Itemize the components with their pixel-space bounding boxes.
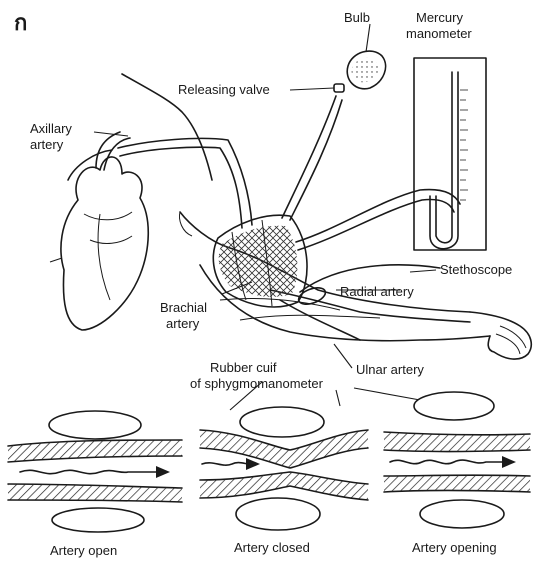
caption-artery-open: Artery open	[50, 543, 117, 558]
caption-artery-opening: Artery opening	[412, 540, 497, 555]
panel-artery-closed	[200, 407, 368, 530]
panel-artery-opening	[384, 392, 530, 528]
panel-artery-open	[8, 411, 182, 532]
label-brachial-artery-1: Brachial	[160, 300, 207, 315]
label-brachial-artery-2: artery	[166, 316, 200, 331]
label-ulnar-artery: Ulnar artery	[356, 362, 424, 377]
label-rubber-cuff-2: of sphygmomanometer	[190, 376, 324, 391]
heart-illustration	[50, 132, 148, 330]
label-rubber-cuff-1: Rubber cuif	[210, 360, 277, 375]
label-axillary-artery-2: artery	[30, 137, 64, 152]
pressure-cuff	[213, 215, 307, 307]
label-axillary-artery-1: Axillary	[30, 121, 72, 136]
label-releasing-valve: Releasing valve	[178, 82, 270, 97]
label-radial-artery: Radial artery	[340, 284, 414, 299]
mercury-manometer-device	[414, 58, 486, 250]
panel-letter: ก	[14, 10, 27, 35]
label-mercury-manometer-1: Mercury	[416, 10, 463, 25]
label-mercury-manometer-2: manometer	[406, 26, 472, 41]
label-bulb: Bulb	[344, 10, 370, 25]
label-stethoscope: Stethoscope	[440, 262, 512, 277]
bulb-and-valve	[334, 51, 386, 92]
caption-artery-closed: Artery closed	[234, 540, 310, 555]
cuff-tubing	[118, 96, 460, 250]
